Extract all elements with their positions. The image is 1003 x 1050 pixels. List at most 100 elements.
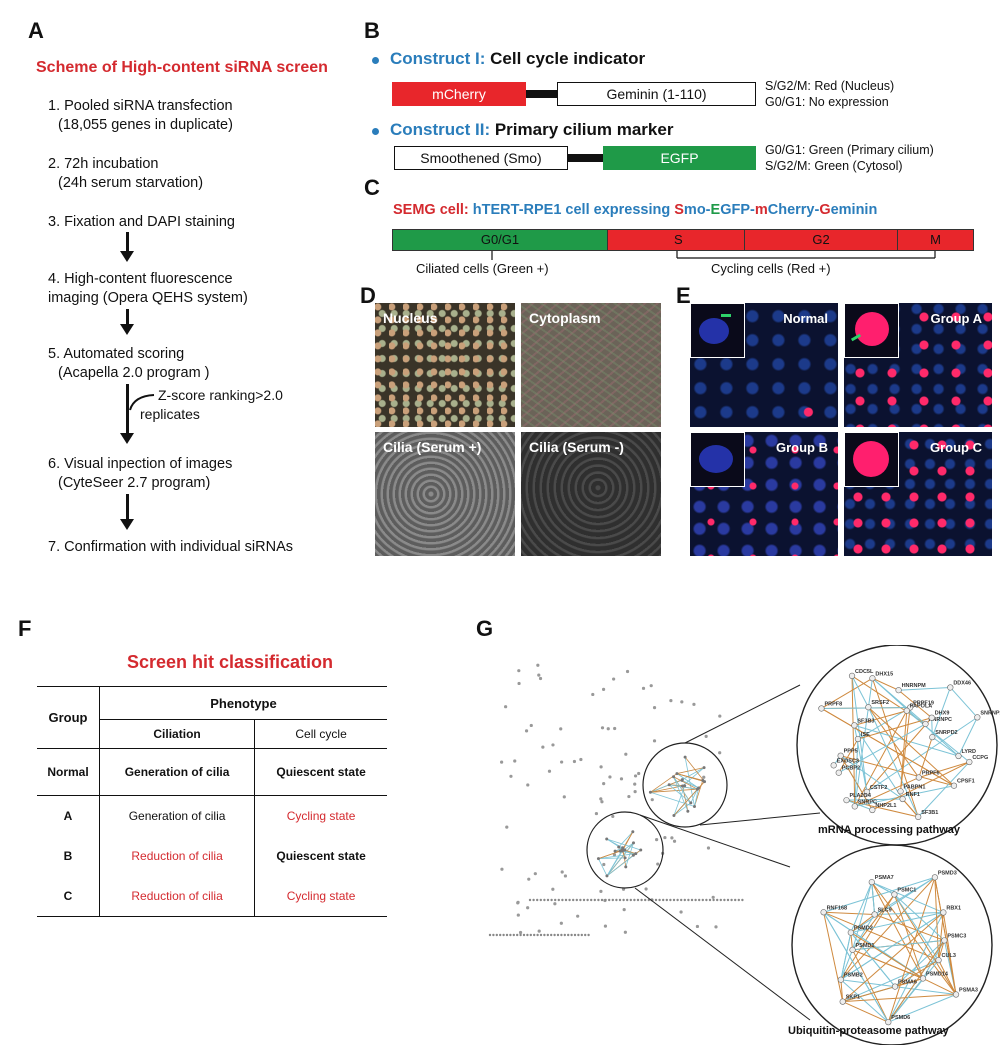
network-edge — [598, 858, 608, 877]
segment-m: M — [897, 230, 973, 250]
network-node — [550, 933, 553, 937]
network-edge — [821, 708, 955, 787]
network-edge — [690, 789, 698, 804]
network-edge — [823, 876, 935, 913]
header-phenotype: Phenotype — [99, 686, 387, 720]
network-edge — [938, 959, 957, 995]
node-label: PSMD1 — [856, 943, 875, 949]
network-node — [695, 924, 700, 929]
network-node — [714, 925, 718, 929]
network-edge — [872, 761, 970, 811]
node-label: PSMD2 — [854, 926, 873, 932]
node-label: CSTF2 — [870, 785, 887, 791]
network-node — [716, 898, 719, 902]
network-node — [966, 758, 973, 766]
node-label: SKP1 — [846, 995, 860, 1001]
node-label: PSMA7 — [875, 875, 894, 881]
network-node — [935, 957, 942, 964]
node-label: SF3B3 — [857, 718, 874, 724]
network-edge — [852, 914, 876, 951]
network-node — [572, 759, 577, 764]
network-edge — [842, 912, 944, 1003]
network-node — [617, 845, 621, 849]
cilia-serum-minus-image: Cilia (Serum -) — [521, 432, 661, 556]
node-label: RNF1 — [906, 792, 920, 798]
network-node — [639, 848, 643, 852]
network-node — [533, 872, 537, 876]
network-node — [567, 933, 570, 937]
network-node — [572, 898, 575, 902]
network-edge — [618, 831, 634, 848]
segment-g0g1: G0/G1 — [393, 230, 607, 250]
network-node — [650, 798, 654, 802]
network-node — [974, 714, 981, 721]
network-node — [705, 898, 708, 902]
node-label: RBX1 — [946, 906, 961, 912]
network-node — [577, 933, 580, 937]
mrna-zoom-circle — [796, 645, 998, 846]
network-node — [557, 898, 560, 902]
node-label: PSMA3 — [959, 988, 978, 994]
network-edge — [673, 787, 699, 816]
network-node — [611, 898, 614, 902]
network-node — [895, 687, 902, 694]
node-label: CDC5L — [855, 669, 874, 675]
zscore-note-2: replicates — [140, 406, 200, 422]
network-node — [820, 909, 827, 916]
zoom-line — [634, 887, 811, 1021]
network-node — [599, 889, 603, 893]
network-node — [605, 837, 609, 841]
table-title: Screen hit classification — [126, 652, 334, 672]
network-node — [658, 898, 661, 902]
network-edge — [851, 675, 856, 807]
network-node — [899, 795, 906, 803]
network-node — [626, 898, 629, 902]
network-node — [871, 911, 878, 918]
network-node — [536, 933, 539, 937]
network-node — [500, 867, 504, 871]
network-edge — [866, 716, 978, 793]
network-node — [869, 806, 876, 814]
construct-1-title: Construct I: Cell cycle indicator — [390, 49, 646, 68]
network-node — [611, 814, 615, 819]
network-node — [527, 877, 531, 881]
arrow-4-5 — [120, 309, 134, 335]
group-a-inset — [844, 303, 899, 358]
network-node — [563, 933, 566, 937]
network-node — [529, 933, 532, 937]
network-edge — [894, 894, 939, 961]
node-label: ISE — [861, 732, 870, 738]
panel-label-a: A — [28, 18, 44, 43]
network-node — [613, 849, 617, 853]
ubiquitin-pathway-label: Ubiquitin-proteasome pathway — [788, 1025, 949, 1037]
node-label: SF3B1 — [921, 810, 938, 816]
group-c-image: Group C — [844, 432, 992, 556]
network-node — [561, 898, 564, 902]
network-edge — [918, 736, 933, 778]
network-edge — [823, 912, 889, 1023]
network-node — [623, 848, 627, 852]
network-node — [556, 933, 560, 937]
network-node — [631, 853, 635, 857]
network-node — [533, 933, 536, 937]
network-node — [702, 766, 706, 770]
network-node — [547, 769, 552, 773]
network-edge — [888, 994, 957, 1023]
network-edge — [850, 914, 875, 933]
network-node — [849, 946, 856, 953]
network-node — [711, 895, 715, 899]
network-node — [516, 933, 519, 937]
network-edge — [874, 912, 944, 915]
network-node — [851, 803, 858, 810]
network-node — [536, 898, 539, 902]
network-node — [680, 784, 684, 788]
panel-label-e: E — [676, 283, 691, 308]
network-node — [513, 759, 517, 763]
network-node — [580, 933, 583, 937]
network-node — [692, 702, 696, 706]
network-node — [644, 898, 647, 902]
nucleus-image: Nucleus — [375, 303, 515, 427]
network-node — [573, 933, 577, 937]
network-edge — [838, 738, 859, 773]
network-node — [835, 769, 842, 776]
